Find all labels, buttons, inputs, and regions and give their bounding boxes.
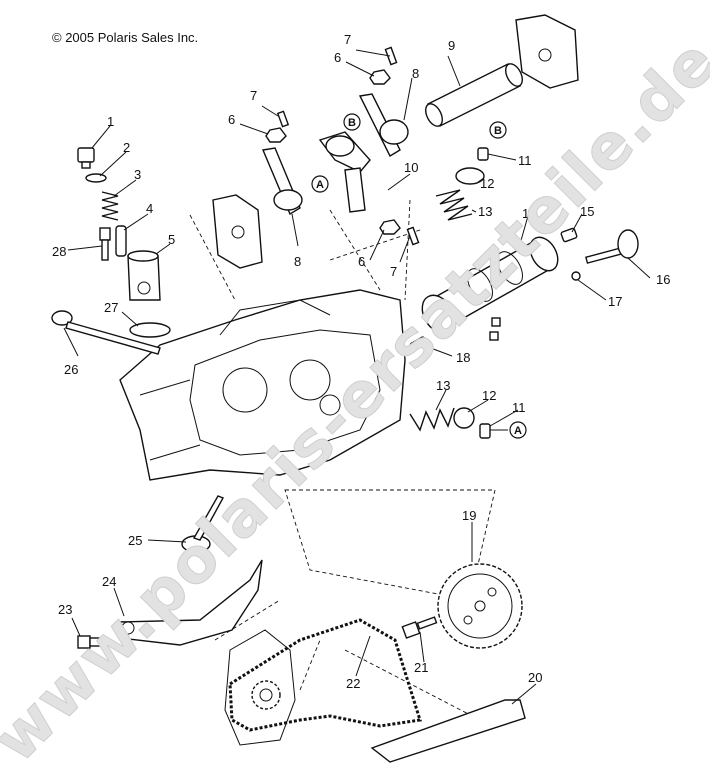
marker-a-left: A bbox=[311, 175, 329, 193]
part-1-bolt bbox=[77, 147, 95, 169]
label-16: 16 bbox=[656, 272, 670, 287]
label-3: 3 bbox=[134, 167, 141, 182]
label-27: 27 bbox=[104, 300, 118, 315]
part-15-plug bbox=[560, 227, 578, 243]
part-17-nut bbox=[571, 271, 581, 281]
part-7-screws bbox=[276, 46, 420, 246]
label-4: 4 bbox=[146, 201, 153, 216]
label-28: 28 bbox=[52, 244, 66, 259]
label-7b: 7 bbox=[344, 32, 351, 47]
label-2: 2 bbox=[123, 140, 130, 155]
part-12-retainer-upper bbox=[455, 167, 485, 185]
part-25-valve bbox=[181, 495, 224, 553]
svg-text:A: A bbox=[316, 179, 324, 191]
part-22-cam-chain bbox=[228, 618, 422, 732]
part-5-tensioner bbox=[127, 250, 161, 301]
label-20: 20 bbox=[528, 670, 542, 685]
part-18-pin bbox=[409, 336, 427, 350]
copyright-notice: © 2005 Polaris Sales Inc. bbox=[52, 30, 199, 45]
marker-b-left: B bbox=[343, 113, 361, 131]
cylinder-head bbox=[119, 289, 406, 481]
label-6c: 6 bbox=[358, 254, 365, 269]
part-27-gasket bbox=[129, 322, 171, 338]
head-block-right bbox=[515, 14, 579, 89]
part-2-washer bbox=[85, 173, 107, 183]
marker-b-right: B bbox=[489, 121, 507, 139]
marker-a-right: A bbox=[509, 421, 527, 439]
label-22: 22 bbox=[346, 676, 360, 691]
part-4-pin bbox=[115, 225, 127, 257]
label-14: 14 bbox=[522, 206, 536, 221]
label-12a: 12 bbox=[480, 176, 494, 191]
label-21: 21 bbox=[414, 660, 428, 675]
label-6a: 6 bbox=[228, 112, 235, 127]
label-24: 24 bbox=[102, 574, 116, 589]
label-25: 25 bbox=[128, 533, 142, 548]
crank-sprocket bbox=[251, 680, 281, 710]
label-7a: 7 bbox=[250, 88, 257, 103]
part-13-spring-upper bbox=[435, 189, 473, 221]
label-6b: 6 bbox=[334, 50, 341, 65]
part-28-bolt bbox=[99, 227, 111, 261]
label-13b: 13 bbox=[436, 378, 450, 393]
part-16-shaft bbox=[585, 229, 639, 264]
label-9: 9 bbox=[448, 38, 455, 53]
label-1: 1 bbox=[107, 114, 114, 129]
part-13-spring-lower bbox=[409, 407, 455, 432]
part-23-bolt bbox=[77, 635, 107, 649]
part-14-camshaft bbox=[421, 236, 559, 341]
label-12b: 12 bbox=[482, 388, 496, 403]
label-5: 5 bbox=[168, 232, 175, 247]
part-9-rocker-shaft bbox=[425, 63, 523, 127]
part-10-rocker-arm bbox=[318, 131, 371, 213]
label-18: 18 bbox=[456, 350, 470, 365]
part-20-chain-guide bbox=[370, 699, 526, 763]
label-8a: 8 bbox=[294, 254, 301, 269]
label-13a: 13 bbox=[478, 204, 492, 219]
part-3-spring bbox=[101, 191, 119, 221]
label-11a: 11 bbox=[518, 153, 532, 168]
part-8-rocker-arm-upper bbox=[358, 93, 409, 157]
head-block-left bbox=[212, 194, 263, 269]
label-10: 10 bbox=[404, 160, 418, 175]
label-8b: 8 bbox=[412, 66, 419, 81]
part-24-chain-guide bbox=[117, 559, 263, 646]
crankcase-outline bbox=[224, 629, 296, 746]
part-19-cam-sprocket bbox=[437, 563, 523, 649]
label-23: 23 bbox=[58, 602, 72, 617]
leader-lines bbox=[63, 49, 651, 705]
part-6-nuts bbox=[265, 69, 401, 235]
label-26: 26 bbox=[64, 362, 78, 377]
part-21-bolt bbox=[401, 616, 438, 639]
part-12-retainer-lower bbox=[453, 407, 475, 429]
label-17: 17 bbox=[608, 294, 622, 309]
label-15: 15 bbox=[580, 204, 594, 219]
part-number-labels: 1 2 3 4 5 28 27 26 25 24 23 7 6 8 7 6 8 … bbox=[52, 32, 670, 691]
label-7c: 7 bbox=[390, 264, 397, 279]
svg-text:B: B bbox=[348, 117, 356, 129]
part-26-valve bbox=[51, 310, 161, 355]
part-8-rocker-arm-lower bbox=[262, 147, 303, 216]
label-19: 19 bbox=[462, 508, 476, 523]
label-11b: 11 bbox=[512, 400, 526, 415]
svg-text:A: A bbox=[514, 425, 522, 437]
svg-text:B: B bbox=[494, 125, 502, 137]
